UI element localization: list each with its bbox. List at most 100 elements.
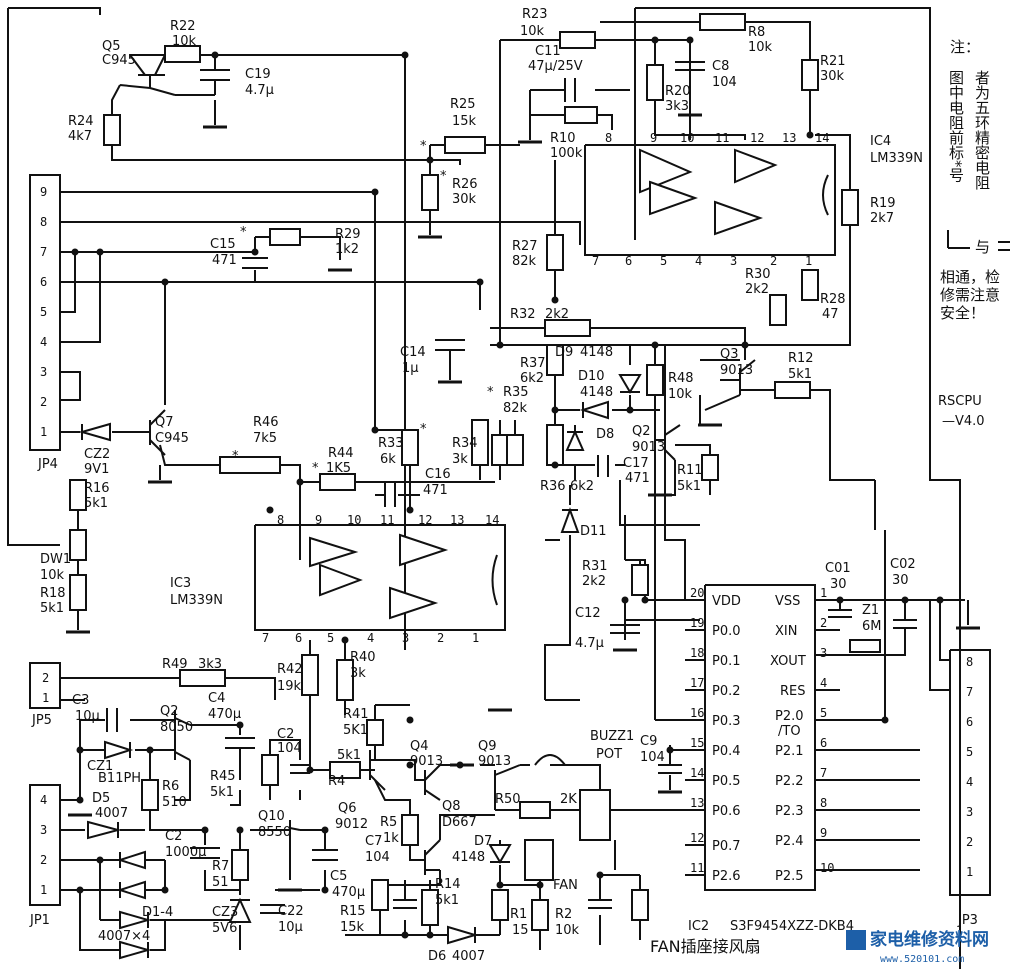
svg-text:10: 10 [347, 513, 361, 527]
svg-text:471: 471 [212, 253, 237, 268]
svg-text:C01: C01 [825, 561, 851, 576]
svg-text:5K1: 5K1 [343, 723, 368, 738]
ground-symbol-note-1 [947, 230, 970, 249]
svg-text:R33: R33 [378, 436, 404, 451]
resistor-r30 [769, 294, 787, 326]
svg-text:D667: D667 [442, 815, 477, 830]
resistor-r46 [219, 456, 281, 474]
svg-text:6: 6 [820, 736, 827, 750]
diode-cz2 [78, 422, 111, 442]
pot-box [579, 789, 611, 841]
svg-text:9012: 9012 [335, 817, 368, 832]
svg-text:D1-4: D1-4 [142, 905, 173, 920]
svg-text:7k5: 7k5 [253, 431, 277, 446]
resistor-r32 [544, 319, 591, 337]
svg-text:C14: C14 [400, 345, 426, 360]
svg-text:14: 14 [815, 131, 829, 145]
svg-text:P0.6: P0.6 [712, 804, 741, 819]
jp4-name: JP4 [37, 457, 58, 472]
svg-text:4: 4 [367, 631, 374, 645]
resistor-r28 [801, 269, 819, 301]
svg-text:1: 1 [40, 425, 47, 439]
svg-text:3: 3 [402, 631, 409, 645]
resistor-r14 [421, 889, 439, 926]
transistor-q7 [135, 409, 166, 456]
capacitor-cx [588, 899, 612, 909]
transistor-q3 [704, 359, 770, 411]
svg-text:11: 11 [715, 131, 729, 145]
wiring [7, 7, 991, 969]
diode-d5 [87, 820, 122, 840]
svg-text:R50: R50 [495, 792, 521, 807]
ic4-part: LM339N [870, 151, 923, 166]
svg-text:19k: 19k [277, 679, 302, 694]
svg-text:100k: 100k [550, 146, 583, 161]
jp5-name: JP5 [31, 713, 52, 728]
junctions [71, 36, 944, 939]
svg-text:6k2: 6k2 [570, 479, 594, 494]
svg-text:Q3: Q3 [720, 347, 739, 362]
capacitor-c14 [435, 339, 465, 380]
svg-text:5k1: 5k1 [84, 496, 108, 511]
svg-text:B11PH: B11PH [98, 771, 141, 786]
svg-text:2: 2 [437, 631, 444, 645]
svg-text:D5: D5 [92, 791, 110, 806]
ic4-comparators [639, 148, 829, 236]
resistor-r12 [774, 381, 811, 399]
svg-text:3k: 3k [452, 452, 468, 467]
svg-text:D9: D9 [555, 345, 573, 360]
svg-text:9: 9 [40, 185, 47, 199]
svg-text:C17: C17 [623, 456, 649, 471]
note-line5: 修需注意 [940, 286, 1000, 304]
cpu-tag-1: RSCPU [938, 394, 982, 409]
svg-text:R18: R18 [40, 586, 66, 601]
resistor-r5 [401, 814, 419, 846]
svg-text:8: 8 [605, 131, 612, 145]
transistor-q8 [424, 839, 441, 875]
note-col2: 者为五环精密电阻 [973, 70, 991, 190]
svg-text:R29: R29 [335, 227, 361, 242]
svg-text:C4: C4 [208, 691, 225, 706]
diode-d8 [565, 429, 585, 451]
resistor-r35a [491, 434, 509, 466]
svg-text:471: 471 [423, 483, 448, 498]
svg-text:Q2: Q2 [160, 704, 179, 719]
svg-text:R44: R44 [328, 446, 354, 461]
svg-text:18: 18 [690, 646, 704, 660]
svg-text:R4: R4 [328, 774, 345, 789]
svg-text:P2.4: P2.4 [775, 834, 804, 849]
svg-text:51: 51 [212, 875, 229, 890]
capacitor-c7 [393, 899, 417, 909]
svg-text:9V1: 9V1 [84, 462, 109, 477]
resistor-r33 [401, 429, 419, 466]
svg-text:C8: C8 [712, 59, 729, 74]
svg-text:Q2: Q2 [632, 424, 651, 439]
jp1-box [29, 784, 61, 906]
svg-text:12: 12 [750, 131, 764, 145]
svg-text:2: 2 [966, 835, 973, 849]
capacitor-c17 [597, 455, 609, 477]
ic3-part: LM339N [170, 593, 223, 608]
svg-text:P0.5: P0.5 [712, 774, 741, 789]
svg-text:9013: 9013 [478, 754, 511, 769]
svg-text:R20: R20 [665, 84, 691, 99]
resistor-r8 [699, 13, 746, 31]
jp3-name: JP3 [957, 913, 978, 928]
capacitor-c4 [225, 737, 255, 770]
svg-text:R42: R42 [277, 662, 303, 677]
svg-text:R45: R45 [210, 769, 236, 784]
resistor-r21 [801, 59, 819, 91]
svg-text:4: 4 [695, 254, 702, 268]
svg-text:4: 4 [40, 335, 47, 349]
transistor-q6 [369, 750, 386, 791]
svg-text:104: 104 [712, 75, 737, 90]
svg-text:8: 8 [40, 215, 47, 229]
svg-text:5k1: 5k1 [337, 748, 361, 763]
svg-text:R1: R1 [510, 907, 527, 922]
resistor-r18 [69, 574, 87, 611]
svg-text:2: 2 [42, 671, 49, 685]
transistor-q4 [424, 764, 441, 801]
svg-text:4007: 4007 [95, 806, 128, 821]
diode-d6 [447, 925, 479, 945]
svg-text:CZ2: CZ2 [84, 447, 110, 462]
